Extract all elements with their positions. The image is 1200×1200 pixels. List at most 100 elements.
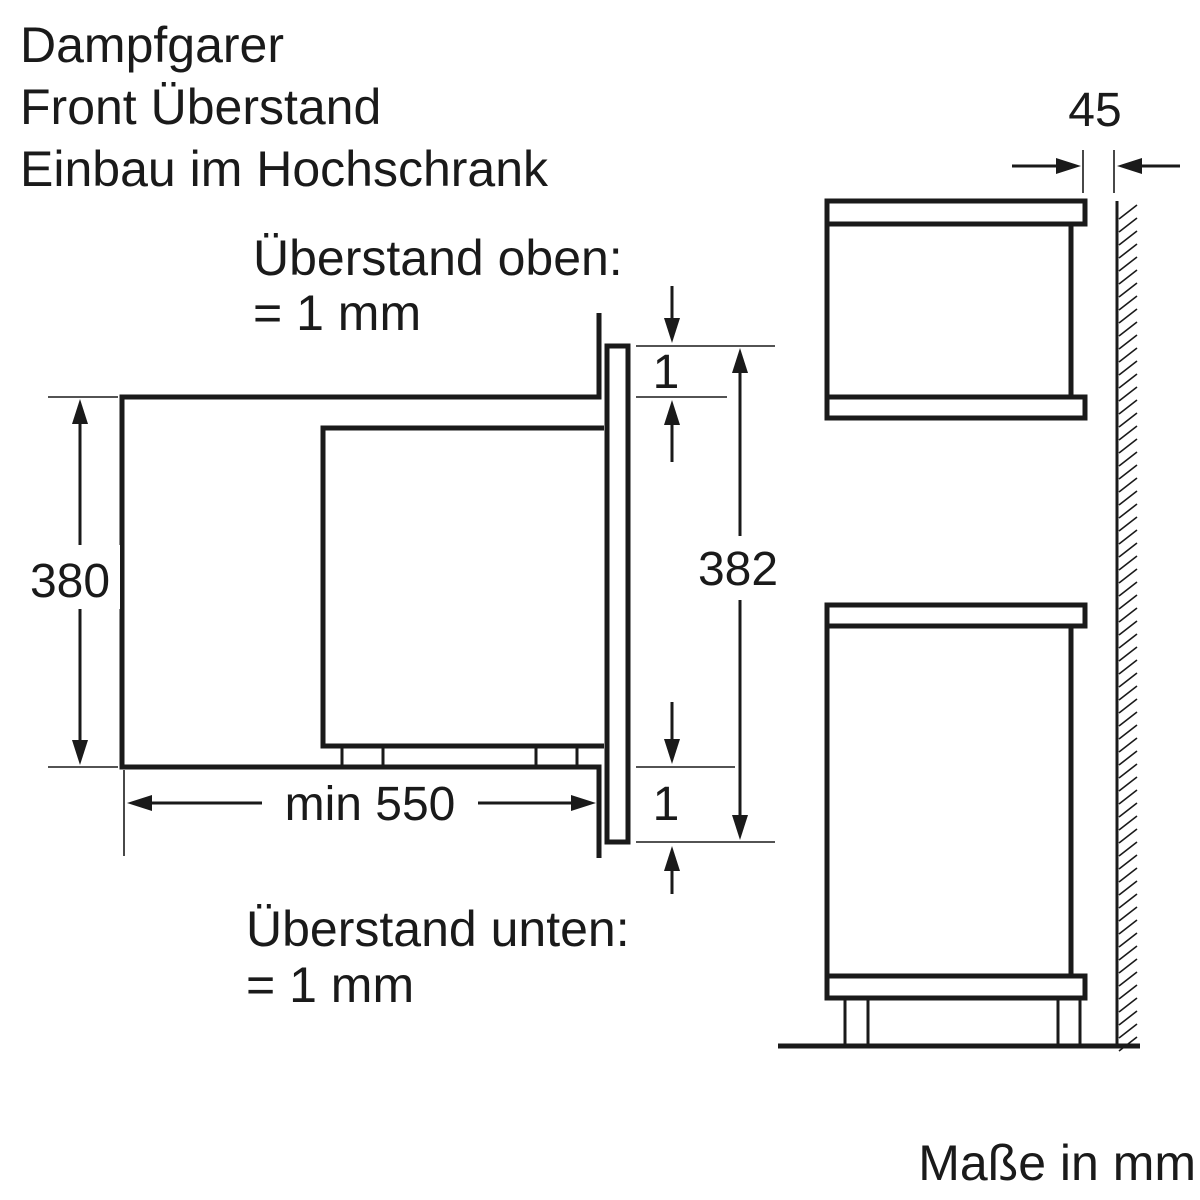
- appliance-front-panel: [604, 343, 631, 845]
- arrow-head: [664, 739, 680, 764]
- hatch-line: [1118, 568, 1138, 584]
- hatch-line: [1118, 1036, 1138, 1052]
- hatch-line: [1118, 932, 1138, 948]
- hatch-line: [1118, 841, 1138, 857]
- hatch-line: [1118, 594, 1138, 610]
- hatch-line: [1118, 1023, 1138, 1039]
- hatch-line: [1118, 789, 1138, 805]
- hatch-line: [1118, 308, 1138, 324]
- hatch-line: [1118, 256, 1138, 272]
- appliance-body: [320, 425, 604, 749]
- arrow-head: [664, 400, 680, 425]
- hatch-line: [1118, 750, 1138, 766]
- dimension-label-front-height: 382: [698, 543, 778, 596]
- hatch-line: [1118, 230, 1138, 246]
- dimension-side-clearance: 45: [1012, 84, 1180, 193]
- hatch-line: [1118, 204, 1138, 220]
- hatch-line: [1118, 451, 1138, 467]
- hatch-line: [1118, 867, 1138, 883]
- hatch-line: [1118, 490, 1138, 506]
- dimension-min-depth: min 550: [123, 770, 596, 856]
- hatch-line: [1118, 386, 1138, 402]
- hatch-line: [1118, 828, 1138, 844]
- hatch-line: [1118, 893, 1138, 909]
- hatch-line: [1118, 607, 1138, 623]
- hatch-line: [1118, 503, 1138, 519]
- hatch-line: [1118, 776, 1138, 792]
- hatch-line: [1118, 412, 1138, 428]
- hatch-line: [1118, 295, 1138, 311]
- arrow-head: [571, 795, 596, 811]
- hatch-line: [1118, 763, 1138, 779]
- side-section-view: 380 min 550 1 1: [20, 230, 795, 1013]
- dimension-niche-height: 380: [20, 396, 120, 768]
- hatch-line: [1118, 399, 1138, 415]
- dimension-bottom-overhang: 1: [636, 702, 775, 894]
- top-overhang-label: Überstand oben:: [253, 230, 623, 286]
- appliance-feet: [340, 746, 579, 767]
- hatch-line: [1118, 516, 1138, 532]
- hatch-line: [1118, 958, 1138, 974]
- hatch-line: [1118, 919, 1138, 935]
- hatch-line: [1118, 373, 1138, 389]
- title-line-2: Front Überstand: [20, 79, 381, 135]
- hatch-line: [1118, 464, 1138, 480]
- hatch-line: [1118, 737, 1138, 753]
- tall-cabinet-view: 45: [778, 84, 1180, 1052]
- hatch-line: [1118, 646, 1138, 662]
- hatch-line: [1118, 438, 1138, 454]
- arrow-head: [72, 399, 88, 424]
- units-note: Maße in mm: [918, 1135, 1196, 1191]
- hatch-line: [1118, 685, 1138, 701]
- hatch-line: [1118, 659, 1138, 675]
- hatch-line: [1118, 347, 1138, 363]
- arrow-head: [664, 846, 680, 871]
- dimension-label-top-overhang: 1: [653, 346, 680, 399]
- hatch-line: [1118, 984, 1138, 1000]
- hatch-line: [1118, 555, 1138, 571]
- hatch-line: [1118, 425, 1138, 441]
- hatch-line: [1118, 906, 1138, 922]
- dimension-label-bottom-overhang: 1: [653, 778, 680, 831]
- hatch-line: [1118, 217, 1138, 233]
- hatch-line: [1118, 971, 1138, 987]
- hatch-line: [1118, 711, 1138, 727]
- arrow-head: [1117, 158, 1142, 174]
- hatch-line: [1118, 243, 1138, 259]
- dimension-top-overhang: 1: [636, 286, 775, 462]
- title-block: Dampfgarer Front Überstand Einbau im Hoc…: [20, 17, 549, 197]
- hatch-line: [1118, 282, 1138, 298]
- hatch-line: [1118, 620, 1138, 636]
- hatch-line: [1118, 698, 1138, 714]
- hatch-line: [1118, 633, 1138, 649]
- arrow-head: [72, 740, 88, 765]
- bottom-overhang-label: Überstand unten:: [246, 901, 630, 957]
- dimension-label-side-clearance: 45: [1068, 84, 1121, 137]
- hatch-line: [1118, 334, 1138, 350]
- upper-appliance: [824, 198, 1088, 421]
- lower-appliance: [824, 602, 1088, 1001]
- hatch-line: [1118, 1010, 1138, 1026]
- arrow-head: [1056, 158, 1081, 174]
- arrow-head: [664, 318, 680, 343]
- plinth-legs: [843, 998, 1082, 1044]
- top-overhang-value: = 1 mm: [253, 285, 421, 341]
- dimension-front-height: 382: [685, 348, 795, 840]
- hatch-line: [1118, 945, 1138, 961]
- dimension-label-min-depth: min 550: [285, 778, 456, 831]
- hatch-line: [1118, 542, 1138, 558]
- arrow-head: [127, 795, 152, 811]
- dimension-label-niche-height: 380: [30, 555, 110, 608]
- wall-hatched: [1115, 201, 1138, 1052]
- hatch-line: [1118, 360, 1138, 376]
- hatch-line: [1118, 269, 1138, 285]
- arrow-head: [732, 348, 748, 373]
- hatch-line: [1118, 672, 1138, 688]
- niche-outline: [119, 313, 602, 858]
- hatch-line: [1118, 529, 1138, 545]
- hatch-line: [1118, 802, 1138, 818]
- hatch-line: [1118, 724, 1138, 740]
- hatch-line: [1118, 854, 1138, 870]
- hatch-line: [1118, 997, 1138, 1013]
